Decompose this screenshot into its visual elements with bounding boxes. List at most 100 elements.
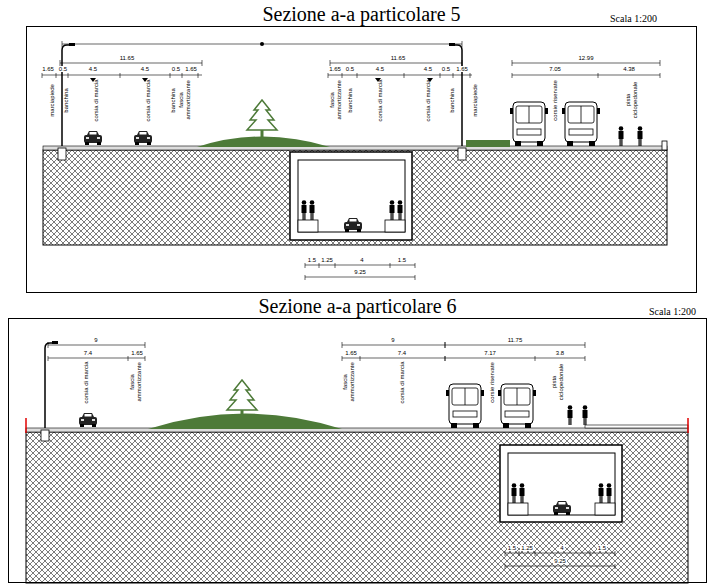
road-surface	[43, 146, 667, 150]
street-lamp	[45, 343, 53, 428]
dimension-line	[62, 41, 462, 47]
axis-marker	[90, 78, 433, 82]
dimension-value: 4.5	[140, 66, 150, 73]
ground-hatch	[26, 432, 688, 583]
dimension-line	[505, 551, 615, 556]
dimension-value: 1.65	[184, 66, 198, 73]
section-title: Sezione a-a particolare 5	[27, 4, 696, 24]
lane-label: fascia ammortizzante	[178, 78, 192, 122]
tunnel-box	[520, 483, 525, 503]
tunnel-box	[512, 483, 517, 503]
tunnel-box	[302, 200, 307, 220]
tunnel-box	[290, 152, 412, 240]
dimension-value: 1.65	[455, 66, 469, 73]
axis-marker	[90, 42, 433, 82]
section-panel: Sezione a-a particolare 6Scala 1:200	[8, 318, 707, 583]
vehicle	[562, 102, 600, 146]
dimension-value: 4.5	[375, 66, 385, 73]
dimension-value: 12.99	[577, 55, 594, 62]
vehicle	[446, 384, 484, 428]
lane-label: corsia di marcia	[145, 78, 152, 122]
dimension-value: 4	[559, 545, 564, 552]
median-mound	[148, 414, 342, 430]
road-surface	[26, 428, 688, 432]
tunnel-box	[508, 503, 528, 515]
dimension-value: 1.65	[344, 350, 358, 357]
pedestrian	[568, 405, 573, 425]
median-mound	[197, 137, 330, 148]
tunnel-box	[385, 220, 405, 232]
scale-note: Scala 1:200	[610, 14, 657, 24]
road-surface	[687, 418, 689, 433]
lane-label: banchina	[449, 78, 456, 122]
median-mound	[148, 380, 342, 429]
vehicle	[84, 131, 102, 145]
pedestrian	[638, 126, 643, 146]
dimension-value: 0.5	[58, 66, 68, 73]
dimension-value: 9.25	[553, 558, 567, 565]
vehicle	[510, 102, 548, 146]
road-surface	[26, 418, 688, 441]
dimension-value: 11.65	[119, 55, 136, 62]
road-surface	[662, 141, 667, 150]
street-lamp	[69, 43, 75, 46]
tunnel-box	[508, 453, 615, 515]
axis-marker	[260, 42, 264, 46]
road-surface	[458, 148, 466, 160]
lane-label: banchina	[347, 78, 354, 122]
tunnel-box	[390, 200, 395, 220]
median-mound	[247, 100, 277, 138]
dimension-value: 1.25	[520, 545, 534, 552]
vehicle	[84, 102, 600, 146]
lane-label: fascia ammortizzante	[342, 360, 356, 404]
ground-hatch	[43, 150, 667, 245]
dimension-value: 3.8	[555, 350, 565, 357]
dimension-value: 7.05	[548, 66, 562, 73]
dimension-value: 7.4	[83, 350, 93, 357]
tunnel-box	[595, 503, 615, 515]
lane-label: marciapiede	[49, 78, 56, 122]
tunnel-box	[599, 483, 604, 503]
scale-note: Scala 1:200	[649, 307, 696, 317]
vehicle	[498, 384, 536, 428]
dimension-line	[48, 342, 615, 569]
pedestrian	[619, 126, 624, 146]
road-surface	[25, 418, 27, 433]
lane-label: corsie riservate	[489, 360, 496, 404]
lane-label: pista ciclopedonale	[551, 360, 565, 404]
dimension-line	[305, 263, 415, 268]
dimension-value: 9.25	[353, 269, 367, 276]
road-surface	[41, 430, 49, 441]
road-surface	[58, 148, 66, 160]
dimension-line	[342, 356, 445, 361]
tunnel-box	[344, 218, 362, 232]
street-lamp	[45, 341, 58, 428]
dimension-value: 4.38	[622, 66, 636, 73]
lane-label: fascia ammortizzante	[329, 78, 343, 122]
lane-label: fascia ammortizzante	[129, 360, 143, 404]
dimension-line	[42, 73, 202, 78]
street-lamp	[52, 341, 58, 344]
dimension-line	[305, 275, 415, 280]
street-lamp	[62, 45, 70, 146]
vehicle	[79, 413, 97, 427]
dimension-value: 1.65	[328, 66, 342, 73]
dimension-value: 0.5	[441, 66, 451, 73]
lane-label: banchina	[170, 78, 177, 122]
pedestrian	[619, 126, 643, 146]
median-mound	[227, 380, 257, 418]
vehicle	[79, 384, 536, 428]
median-mound	[466, 140, 510, 147]
tunnel-box	[607, 483, 612, 503]
lane-label: corsia di marcia	[399, 360, 406, 404]
road-surface	[585, 425, 688, 428]
lane-label: banchina	[63, 78, 70, 122]
tunnel-box	[500, 445, 622, 522]
pedestrian	[568, 405, 588, 425]
street-lamp	[449, 43, 455, 46]
vehicle	[134, 131, 152, 145]
lane-label: corsia di marcia	[93, 78, 100, 122]
dimension-line	[48, 342, 145, 348]
dimension-line	[505, 564, 615, 569]
